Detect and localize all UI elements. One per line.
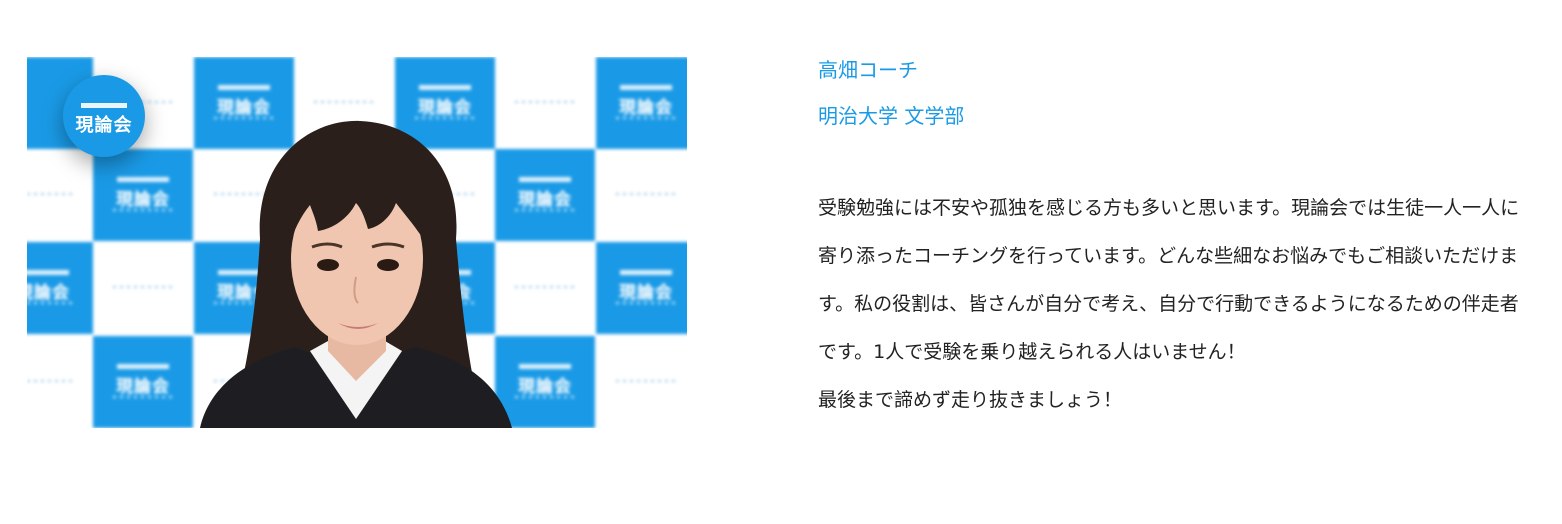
coach-name: 高畑コーチ: [818, 58, 918, 82]
backdrop-tile: [27, 336, 93, 428]
backdrop-tile: [596, 336, 687, 428]
backdrop-tile: 現論会: [495, 336, 595, 428]
coach-closing: 最後まで諦めず走り抜きましょう！: [818, 389, 1123, 411]
coach-profile: 高畑コーチ 明治大学 文学部 受験勉強には不安や孤独を感じる方も多いと思います。…: [818, 52, 1538, 424]
coach-photo: 現論会 現論会 現論会 現論会 現論会 現論会 現論会 現論会 現論会 現論会 …: [27, 57, 687, 428]
backdrop-tile: 現論会: [395, 57, 495, 149]
backdrop-tile: 現論会: [495, 149, 595, 241]
backdrop-tile: 現論会: [596, 57, 687, 149]
coach-portrait-figure: [200, 120, 512, 428]
backdrop-tile: [27, 149, 93, 241]
backdrop-tile: 現論会: [27, 242, 93, 334]
coach-message: 受験勉強には不安や孤独を感じる方も多いと思います。現論会では生徒一人一人に寄り添…: [818, 197, 1520, 363]
backdrop-tile: 現論会: [596, 242, 687, 334]
backdrop-tile: [495, 57, 595, 149]
coach-school: 明治大学 文学部: [818, 104, 965, 128]
backdrop-tile: 現論会: [194, 57, 294, 149]
brand-logo: 現論会: [63, 75, 145, 157]
backdrop-tile: [93, 242, 193, 334]
backdrop-tile: 現論会: [93, 149, 193, 241]
backdrop-tile: [495, 242, 595, 334]
backdrop-tile: 現論会: [93, 336, 193, 428]
backdrop-tile: [596, 149, 687, 241]
brand-logo-text: 現論会: [75, 115, 133, 136]
